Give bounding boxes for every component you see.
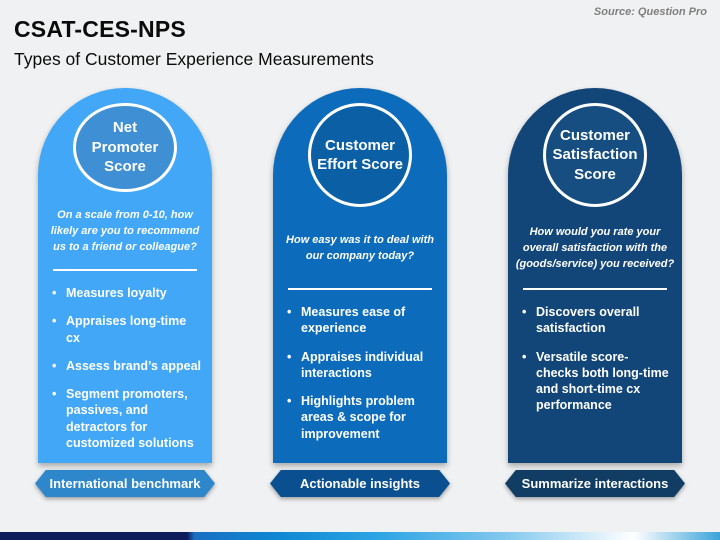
bullet-item: Measures loyalty: [52, 285, 202, 302]
banner-label: Actionable insights: [300, 476, 420, 491]
banner-label: Summarize interactions: [521, 476, 669, 491]
bullet-item: Highlights problem areas & scope for imp…: [287, 393, 437, 442]
divider-line: [53, 269, 197, 271]
page-title: CSAT-CES-NPS: [14, 16, 186, 42]
score-circle: Customer Satisfaction Score: [543, 103, 647, 207]
page-subtitle: Types of Customer Experience Measurement…: [14, 49, 374, 69]
footer-gradient-bar: [0, 532, 720, 540]
card-body: Net Promoter Score On a scale from 0-10,…: [38, 88, 212, 463]
bullet-list: Measures ease of experienceAppraises ind…: [273, 304, 445, 454]
score-circle: Customer Effort Score: [308, 103, 412, 207]
card-question: How easy was it to deal with our company…: [286, 234, 434, 262]
bullet-item: Appraises long-time cx: [52, 313, 202, 346]
banner-ribbon: Actionable insights: [270, 470, 450, 497]
bullet-item: Assess brand’s appeal: [52, 358, 202, 375]
banner-wrap: Actionable insights: [270, 470, 450, 497]
banner-ribbon: Summarize interactions: [505, 470, 685, 497]
card-net-promoter-score: Net Promoter Score On a scale from 0-10,…: [35, 88, 215, 497]
bullet-item: Discovers overall satisfaction: [522, 304, 672, 337]
bullet-item: Measures ease of experience: [287, 304, 437, 337]
bullet-item: Versatile score- checks both long-time a…: [522, 349, 672, 414]
cards-row: Net Promoter Score On a scale from 0-10,…: [35, 88, 685, 497]
score-circle: Net Promoter Score: [73, 103, 177, 193]
banner-wrap: Summarize interactions: [505, 470, 685, 497]
bullet-list: Discovers overall satisfactionVersatile …: [508, 304, 680, 426]
card-title: Customer Effort Score: [317, 136, 403, 174]
divider-line: [523, 288, 667, 290]
card-customer-satisfaction-score: Customer Satisfaction Score How would yo…: [505, 88, 685, 497]
banner-label: International benchmark: [49, 476, 201, 491]
bullet-item: Appraises individual interactions: [287, 349, 437, 382]
banner-ribbon: International benchmark: [35, 470, 215, 497]
banner-wrap: International benchmark: [35, 470, 215, 497]
card-title: Customer Satisfaction Score: [552, 126, 638, 183]
card-customer-effort-score: Customer Effort Score How easy was it to…: [270, 88, 450, 497]
divider-line: [288, 288, 432, 290]
bullet-list: Measures loyaltyAppraises long-time cx As…: [38, 285, 210, 463]
card-body: Customer Effort Score How easy was it to…: [273, 88, 447, 463]
card-body: Customer Satisfaction Score How would yo…: [508, 88, 682, 463]
card-question: On a scale from 0-10, how likely are you…: [50, 209, 200, 254]
bullet-item: Segment promoters, passives, and detract…: [52, 386, 202, 451]
card-title: Net Promoter Score: [91, 119, 159, 176]
card-question: How would you rate your overall satisfac…: [515, 226, 675, 270]
source-credit: Source: Question Pro: [593, 6, 707, 18]
